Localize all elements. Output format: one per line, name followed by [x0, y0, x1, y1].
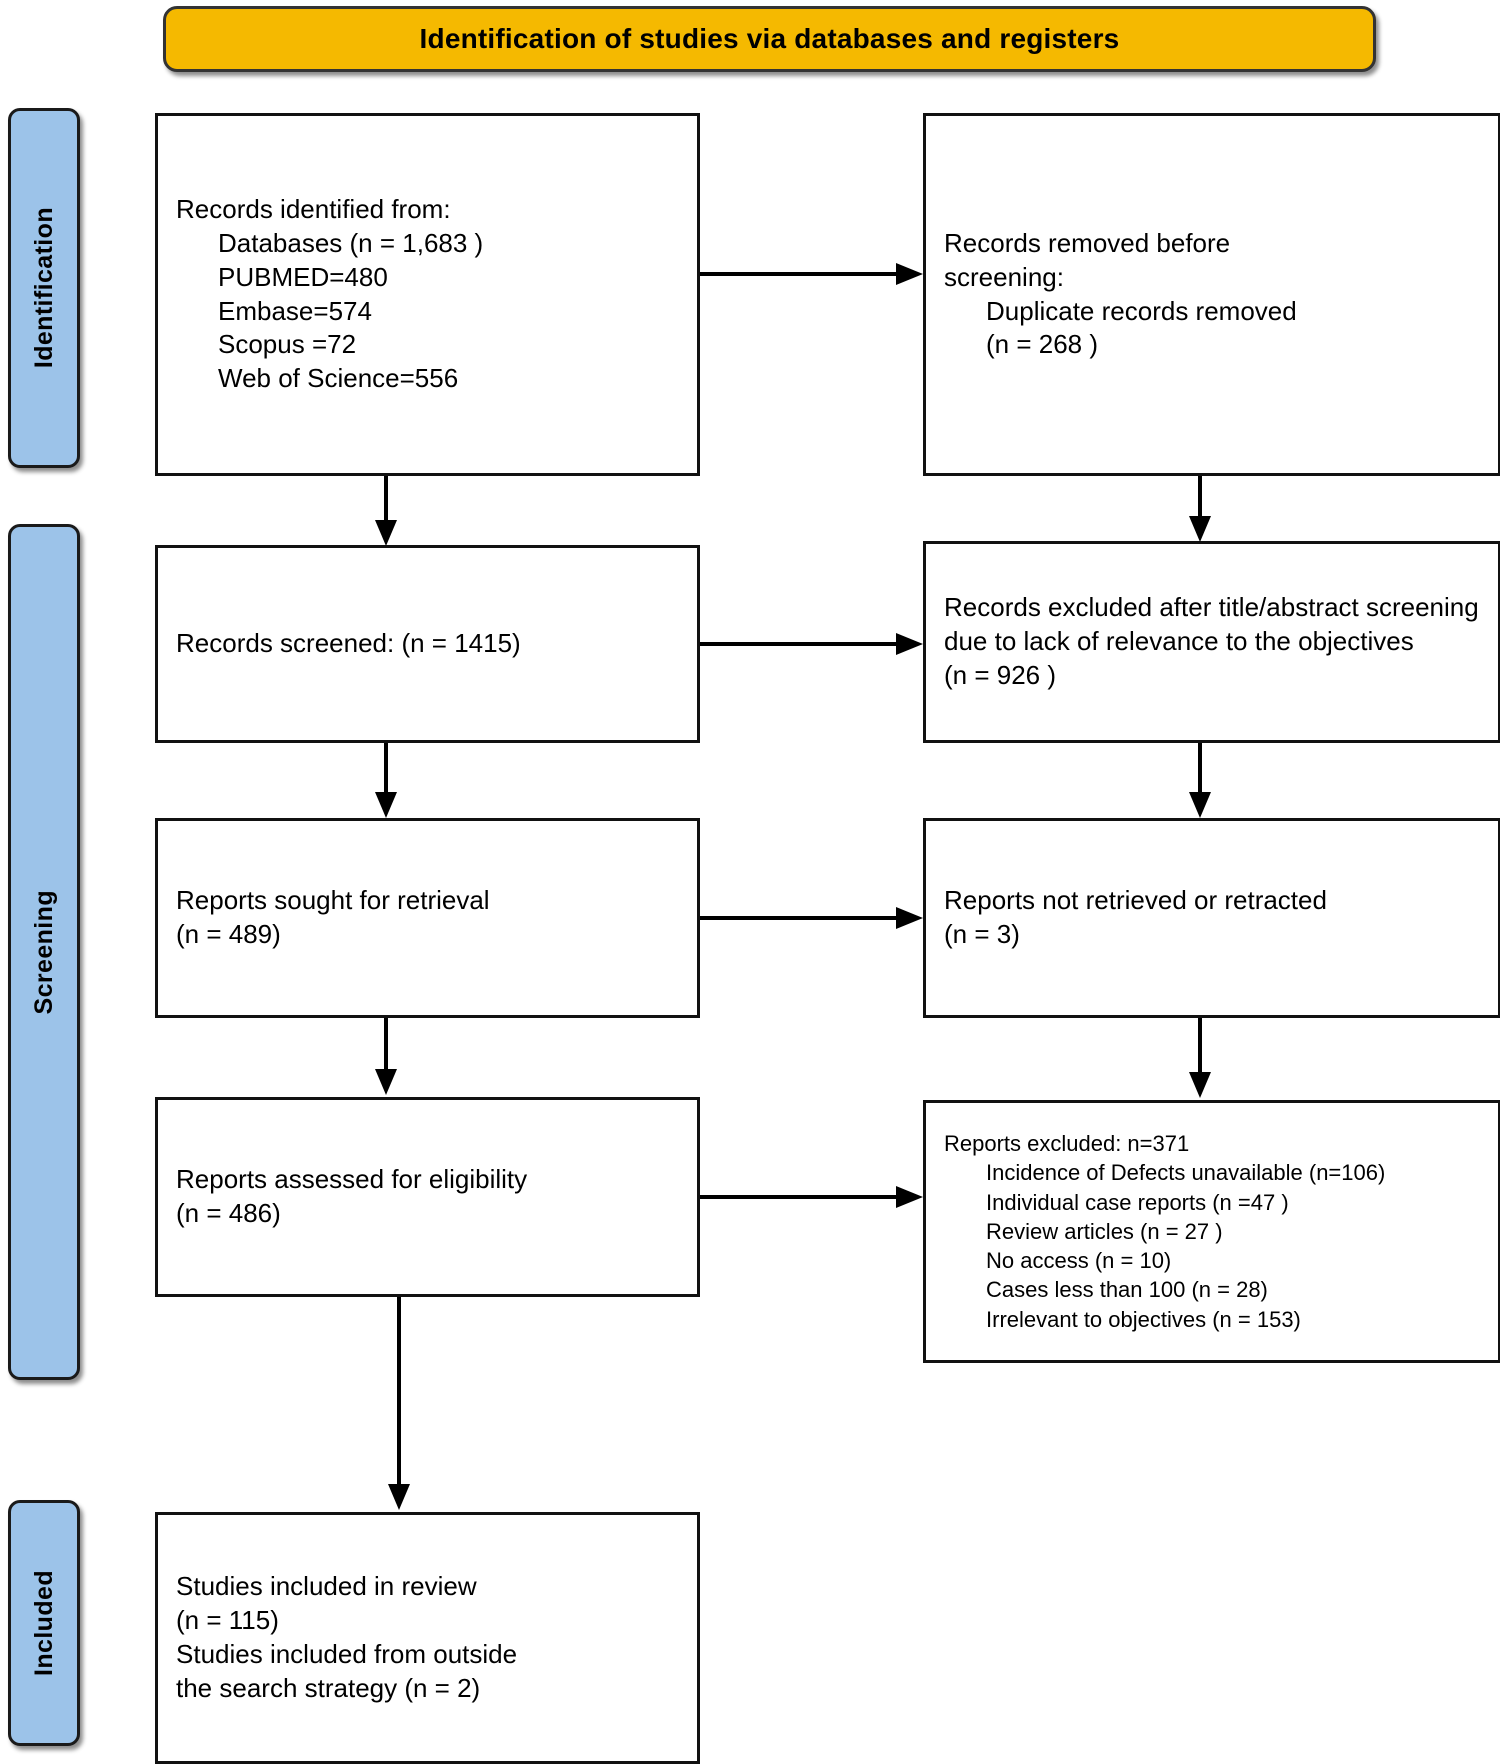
reports-sought-box: Reports sought for retrieval (n = 489): [155, 818, 700, 1018]
box-line: (n = 115): [176, 1605, 279, 1636]
arrow-removed-to-excluded: [1187, 476, 1213, 544]
box-line: the search strategy (n = 2): [176, 1672, 481, 1703]
box-line: screening:: [944, 261, 1064, 292]
arrow-not-retrieved-to-reports-excluded: [1187, 1018, 1213, 1100]
studies-included-box: Studies included in review (n = 115) Stu…: [155, 1512, 700, 1764]
box-line: (n = 486): [176, 1198, 281, 1228]
box-line: Reports assessed for eligibility: [176, 1164, 528, 1195]
arrow-sought-to-assessed: [373, 1018, 399, 1097]
records-identified-box: Records identified from: Databases (n = …: [155, 113, 700, 476]
box-line: Individual case reports (n =47 ): [986, 1189, 1289, 1215]
arrow-identified-to-removed: [700, 261, 926, 287]
stage-label-identification-text: Identification: [29, 207, 58, 369]
box-line: Reports sought for retrieval: [176, 885, 490, 916]
box-line: No access (n = 10): [986, 1248, 1172, 1274]
box-line: Review articles (n = 27 ): [986, 1218, 1223, 1244]
box-line: Records removed before: [944, 227, 1231, 258]
arrow-identified-to-screened: [373, 476, 399, 548]
box-line: Web of Science=556: [218, 363, 459, 394]
page-title: Identification of studies via databases …: [419, 23, 1120, 54]
box-line: Studies included in review: [176, 1571, 477, 1602]
box-line: Records identified from:: [176, 194, 451, 225]
arrow-assessed-to-included: [386, 1297, 412, 1512]
box-line: Duplicate records removed: [986, 295, 1297, 326]
stage-label-included-text: Included: [29, 1570, 58, 1676]
records-removed-box: Records removed before screening: Duplic…: [923, 113, 1500, 476]
stage-label-screening: Screening: [8, 524, 80, 1380]
arrow-screened-to-sought: [373, 743, 399, 820]
box-line: Cases less than 100 (n = 28): [986, 1277, 1268, 1303]
diagram-header-banner: Identification of studies via databases …: [163, 6, 1376, 72]
box-line: PUBMED=480: [218, 261, 388, 292]
box-line: (n = 489): [176, 919, 281, 949]
box-line: Irrelevant to objectives (n = 153): [986, 1306, 1301, 1332]
stage-label-identification: Identification: [8, 108, 80, 468]
arrow-excluded-to-not-retrieved: [1187, 743, 1213, 820]
box-line: Incidence of Defects unavailable (n=106): [986, 1160, 1386, 1186]
box-line: (n = 268 ): [986, 329, 1099, 360]
box-line: (n = 3): [944, 919, 1020, 949]
box-line: Reports excluded: n=371: [944, 1131, 1190, 1157]
arrow-assessed-to-reports-excluded: [700, 1184, 926, 1210]
box-line: Databases (n = 1,683 ): [218, 227, 484, 258]
box-line: (n = 926 ): [944, 659, 1057, 690]
box-line: Reports not retrieved or retracted: [944, 885, 1327, 916]
box-line: Embase=574: [218, 295, 372, 326]
reports-excluded-box: Reports excluded: n=371 Incidence of Def…: [923, 1100, 1500, 1363]
box-line: Records screened: (n = 1415): [176, 628, 521, 659]
box-line: Studies included from outside: [176, 1639, 518, 1669]
arrow-sought-to-not-retrieved: [700, 905, 926, 931]
reports-assessed-box: Reports assessed for eligibility (n = 48…: [155, 1097, 700, 1297]
box-line: Records excluded after title/abstract sc…: [944, 592, 1479, 657]
box-line: Scopus =72: [218, 329, 357, 360]
records-excluded-box: Records excluded after title/abstract sc…: [923, 541, 1500, 743]
reports-not-retrieved-box: Reports not retrieved or retracted (n = …: [923, 818, 1500, 1018]
arrow-screened-to-excluded: [700, 631, 926, 657]
stage-label-screening-text: Screening: [29, 889, 58, 1015]
stage-label-included: Included: [8, 1500, 80, 1746]
records-screened-box: Records screened: (n = 1415): [155, 545, 700, 743]
